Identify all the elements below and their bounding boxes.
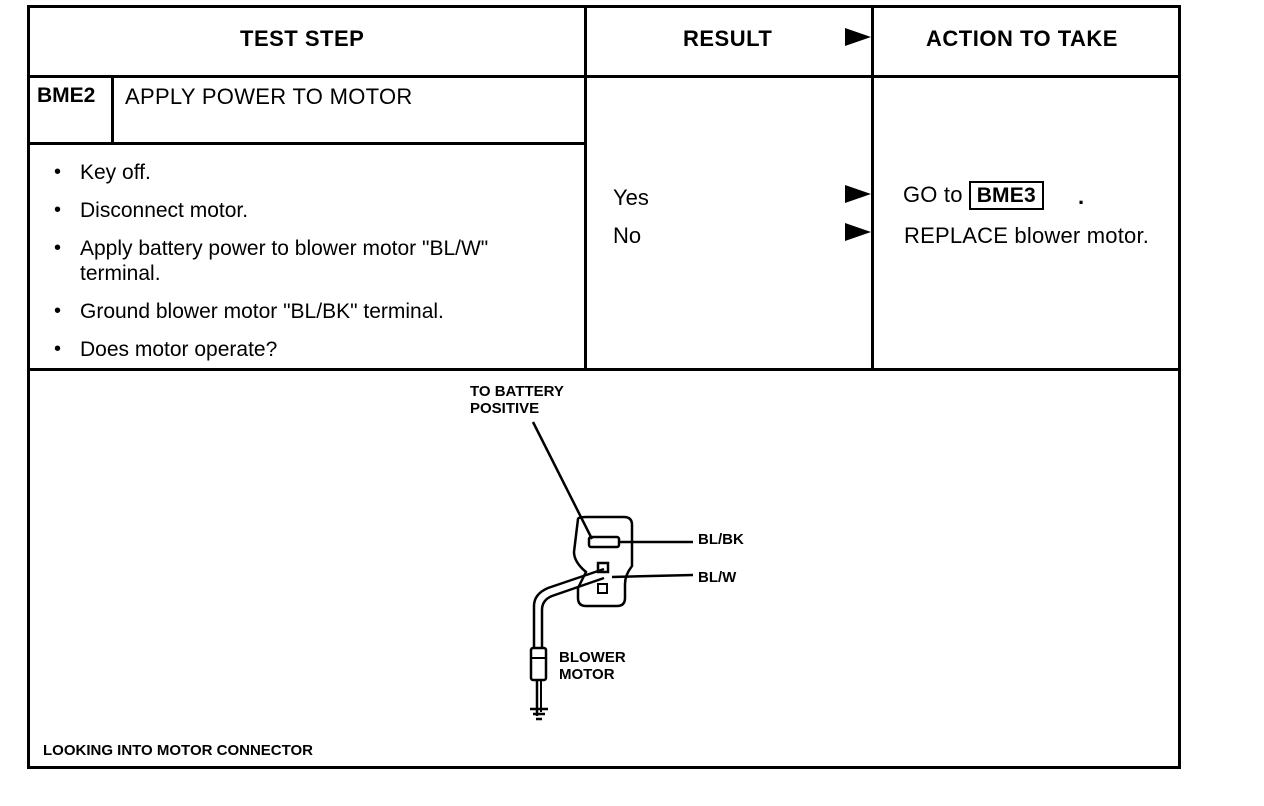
step-id-divider (111, 77, 114, 144)
step-title: APPLY POWER TO MOTOR (125, 84, 413, 109)
test-step-table (27, 5, 1181, 769)
instruction-list: Key off. Disconnect motor. Apply battery… (52, 160, 582, 375)
header-action: ACTION TO TAKE (926, 26, 1118, 51)
table-bottom-divider (27, 368, 1181, 371)
instruction-item: Key off. (52, 160, 582, 185)
action-yes-prefix: GO to (903, 182, 963, 207)
result-no: No (613, 223, 642, 248)
instruction-item: Does motor operate? (52, 337, 582, 362)
instruction-item: Ground blower motor "BL/BK" terminal. (52, 299, 582, 324)
blower-motor-label: BLOWER MOTOR (559, 649, 626, 683)
result-yes-arrow-icon (845, 185, 871, 203)
lead-wire-inner (540, 576, 605, 648)
lead-wire (532, 567, 605, 648)
action-yes-suffix: . (1078, 184, 1085, 209)
instruction-item: Disconnect motor. (52, 198, 582, 223)
diagram-caption: LOOKING INTO MOTOR CONNECTOR (43, 742, 314, 759)
wire-label-bl-bk: BL/BK (698, 531, 744, 548)
battery-leader-line (531, 421, 594, 540)
step-title-divider (27, 142, 587, 145)
result-no-arrow-icon (845, 223, 871, 241)
action-no: REPLACE blower motor. (904, 223, 1150, 248)
result-column-divider (584, 5, 587, 371)
step-id: BME2 (37, 84, 96, 107)
action-yes-step-ref: BME3 (968, 181, 1044, 210)
action-column-divider (871, 5, 874, 371)
instruction-item: Apply battery power to blower motor "BL/… (52, 236, 572, 286)
header-result: RESULT (683, 26, 773, 51)
bl-w-terminal (596, 561, 610, 574)
result-yes: Yes (613, 185, 649, 210)
battery-label: TO BATTERY POSITIVE (470, 383, 564, 417)
wire-label-bl-w: BL/W (698, 569, 737, 586)
bl-w-leader (611, 573, 694, 579)
bl-bk-terminal (587, 535, 621, 549)
header-divider (27, 75, 1181, 78)
bl-w-slot (597, 583, 608, 594)
header-arrow-icon (845, 28, 871, 46)
inline-connector (529, 646, 548, 682)
header-test-step: TEST STEP (240, 26, 365, 51)
